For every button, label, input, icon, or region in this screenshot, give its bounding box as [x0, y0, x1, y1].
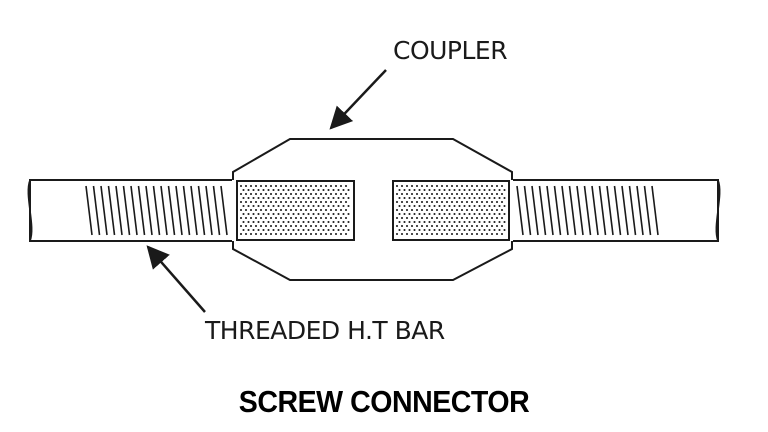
coupler-body — [232, 138, 513, 281]
diagram-title: SCREW CONNECTOR — [238, 384, 530, 419]
right-bar-threads — [516, 185, 659, 236]
coupler-label: COUPLER — [393, 36, 508, 65]
bar-arrow — [146, 245, 206, 313]
right-bar — [486, 179, 721, 242]
coupler-arrow — [329, 69, 387, 130]
left-internal-thread — [236, 180, 355, 241]
threaded-bar-label: THREADED H.T BAR — [205, 316, 445, 345]
right-internal-thread — [392, 180, 510, 241]
left-bar-threads — [85, 185, 228, 236]
left-bar — [27, 179, 269, 242]
